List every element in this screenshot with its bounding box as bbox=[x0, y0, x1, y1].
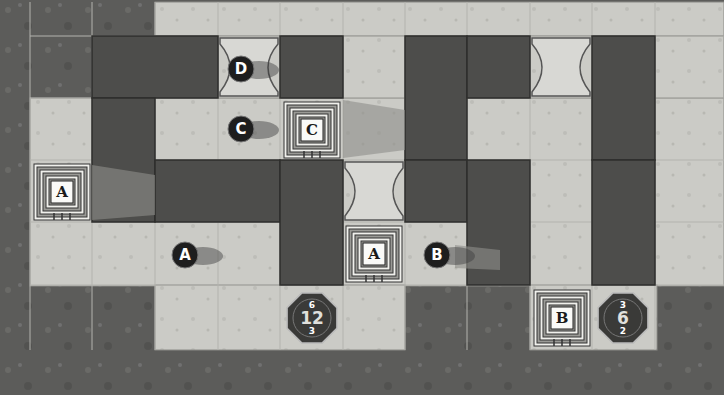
stair-step bbox=[549, 305, 575, 331]
octagon bbox=[598, 293, 648, 343]
stair-step bbox=[540, 296, 584, 340]
token-letter: D bbox=[235, 62, 247, 77]
stair-step bbox=[49, 179, 75, 205]
stair-label-box bbox=[363, 243, 385, 265]
token-ring bbox=[293, 299, 331, 337]
octagon bbox=[287, 293, 337, 343]
stair-step bbox=[546, 302, 578, 334]
stair-step bbox=[358, 238, 390, 270]
stair-mark bbox=[319, 151, 321, 158]
stair-mark bbox=[381, 275, 383, 282]
stair-letter: A bbox=[56, 185, 68, 200]
stair-label-box bbox=[301, 119, 323, 141]
hero-token: C bbox=[227, 115, 255, 143]
floor-grid bbox=[30, 2, 724, 350]
stair-step bbox=[37, 167, 87, 217]
hero-token: D bbox=[227, 55, 255, 83]
stair-label-box bbox=[551, 307, 573, 329]
stair-mark bbox=[373, 275, 375, 282]
hero-token: B bbox=[423, 241, 451, 269]
token-disc bbox=[228, 56, 254, 82]
stair-step bbox=[352, 232, 396, 276]
token-letter: B bbox=[431, 248, 442, 263]
stair-tile: B bbox=[533, 289, 591, 347]
search-token: 362 bbox=[595, 290, 651, 346]
token-ring bbox=[604, 299, 642, 337]
hero-token: A bbox=[171, 241, 199, 269]
search-number: 3 bbox=[620, 301, 626, 310]
stair-mark bbox=[365, 275, 367, 282]
search-number: 2 bbox=[620, 327, 626, 336]
stair-step bbox=[287, 105, 337, 155]
stair-step bbox=[284, 102, 340, 158]
stair-step bbox=[349, 229, 399, 279]
stair-step bbox=[355, 235, 393, 273]
stair-mark bbox=[53, 213, 55, 220]
token-disc bbox=[424, 242, 450, 268]
stair-step bbox=[296, 114, 328, 146]
search-value: 6 bbox=[617, 310, 629, 327]
stair-label-box bbox=[51, 181, 73, 203]
token-disc bbox=[172, 242, 198, 268]
search-value: 12 bbox=[300, 310, 324, 327]
stair-mark bbox=[69, 213, 71, 220]
stair-tile: A bbox=[345, 225, 403, 283]
bridge-tiles bbox=[220, 38, 590, 220]
stair-step bbox=[537, 293, 587, 343]
token-disc bbox=[228, 116, 254, 142]
stair-step bbox=[46, 176, 78, 208]
stair-step bbox=[40, 170, 84, 214]
stair-mark bbox=[561, 339, 563, 346]
stair-mark bbox=[569, 339, 571, 346]
walls bbox=[92, 36, 655, 285]
shadows bbox=[92, 100, 500, 270]
stair-step bbox=[290, 108, 334, 152]
stair-mark bbox=[61, 213, 63, 220]
stair-letter: B bbox=[556, 311, 569, 326]
stair-mark bbox=[553, 339, 555, 346]
stair-mark bbox=[303, 151, 305, 158]
stair-letter: C bbox=[306, 123, 318, 138]
search-number: 3 bbox=[309, 327, 315, 336]
stair-tile: A bbox=[33, 163, 91, 221]
token-letter: C bbox=[235, 122, 246, 137]
search-token: 6123 bbox=[284, 290, 340, 346]
stair-letter: A bbox=[368, 247, 380, 262]
stair-step bbox=[346, 226, 402, 282]
floor bbox=[30, 2, 724, 350]
stair-step bbox=[534, 290, 590, 346]
stair-step bbox=[543, 299, 581, 337]
stair-step bbox=[293, 111, 331, 149]
stair-mark bbox=[311, 151, 313, 158]
stair-step bbox=[43, 173, 81, 211]
search-number: 6 bbox=[309, 301, 315, 310]
stair-step bbox=[361, 241, 387, 267]
stair-tile: C bbox=[283, 101, 341, 159]
stair-step bbox=[299, 117, 325, 143]
token-letter: A bbox=[179, 248, 191, 263]
stair-step bbox=[34, 164, 90, 220]
